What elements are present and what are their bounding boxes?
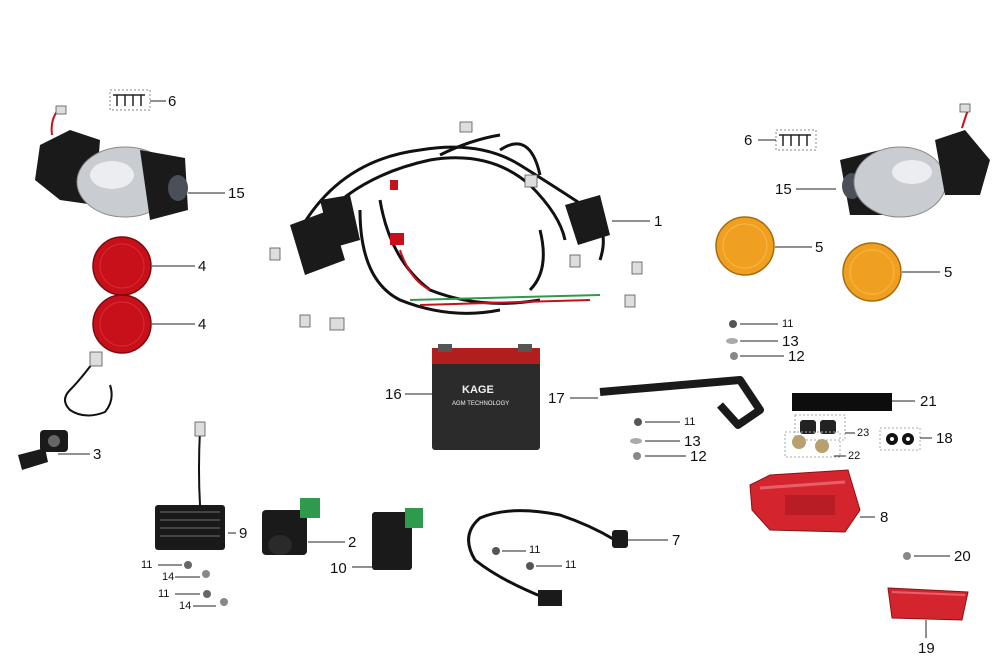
- callout-5-left: 5: [815, 239, 824, 256]
- callout-11-a: 11: [141, 559, 153, 571]
- callout-11-b: 11: [158, 588, 170, 600]
- callout-4-bottom: 4: [198, 316, 207, 333]
- callout-14-b: 14: [179, 600, 192, 612]
- callout-14-a: 14: [162, 571, 175, 583]
- reflector-amber-left: [715, 216, 775, 276]
- screw-set-left: [109, 89, 151, 111]
- battery-subtitle: AGM TECHNOLOGY: [452, 401, 509, 407]
- cdi-unit: [372, 508, 423, 570]
- callout-2: 2: [348, 534, 357, 551]
- callout-18: 18: [936, 430, 953, 447]
- callout-5-right: 5: [944, 264, 953, 281]
- callout-20: 20: [954, 548, 971, 565]
- callout-21: 21: [920, 393, 937, 410]
- bolts-regulator: [158, 561, 228, 607]
- callout-11-f: 11: [782, 318, 794, 330]
- bolts-right: [726, 320, 784, 360]
- callout-7: 7: [672, 532, 681, 549]
- callout-23: 23: [857, 427, 870, 439]
- callout-6-left: 6: [168, 93, 177, 110]
- harness-connectors: [269, 121, 643, 331]
- callout-16: 16: [385, 386, 402, 403]
- tail-light: [749, 469, 861, 533]
- rubber-strip: [792, 393, 892, 411]
- callout-9: 9: [239, 525, 248, 542]
- reflector-red-bottom: [92, 294, 152, 354]
- nut-small: [903, 552, 911, 560]
- reflector-amber-right: [842, 242, 902, 302]
- battery-strap: [599, 376, 764, 429]
- starter-relay: [262, 498, 320, 555]
- callout-15-left: 15: [228, 185, 245, 202]
- callout-4-top: 4: [198, 258, 207, 275]
- battery-brand: KAGE: [462, 384, 494, 396]
- callout-22: 22: [848, 450, 861, 462]
- wiring-harness: [298, 133, 605, 315]
- callout-6-right: 6: [744, 132, 753, 149]
- callout-17: 17: [548, 390, 565, 407]
- bolts-center: [630, 418, 686, 460]
- callout-12-a: 12: [690, 448, 707, 465]
- reflector-red-top: [92, 236, 152, 296]
- callout-8: 8: [880, 509, 889, 526]
- callout-15-right: 15: [775, 181, 792, 198]
- headlight-right: [840, 103, 990, 218]
- battery: [432, 344, 540, 450]
- callout-11-e: 11: [565, 559, 577, 571]
- callout-11-d: 11: [529, 544, 541, 556]
- callout-13-b: 13: [782, 333, 799, 350]
- reflector-rear: [887, 587, 969, 621]
- callout-12-b: 12: [788, 348, 805, 365]
- washers: [879, 427, 921, 451]
- screw-set-right: [775, 129, 817, 151]
- callout-13-a: 13: [684, 433, 701, 450]
- callout-3: 3: [93, 446, 102, 463]
- callout-19: 19: [918, 640, 935, 657]
- ignition-coil-lead: [467, 509, 628, 606]
- callout-1: 1: [654, 213, 663, 230]
- callout-10: 10: [330, 560, 347, 577]
- regulator-rectifier: [155, 421, 225, 550]
- ignition-switch: [18, 351, 113, 470]
- callout-11-c: 11: [684, 416, 696, 428]
- mounting-bolts: [784, 431, 841, 458]
- headlight-left: [35, 105, 188, 220]
